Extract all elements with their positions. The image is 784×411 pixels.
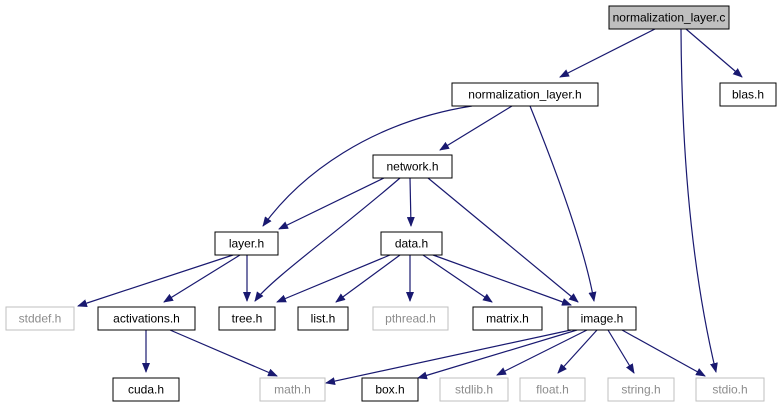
edge-normalization-layer-c-to-stdio-h	[680, 28, 718, 373]
node-box	[719, 82, 777, 107]
node-box	[97, 306, 196, 331]
node-layer-h[interactable]: layer.h	[214, 231, 279, 256]
node-stddef-h: stddef.h	[5, 306, 75, 331]
node-tree-h[interactable]: tree.h	[218, 306, 276, 331]
edges-layer	[77, 28, 743, 386]
node-box	[607, 377, 675, 402]
node-box	[372, 306, 449, 331]
node-float-h: float.h	[519, 377, 586, 402]
node-box	[567, 306, 637, 331]
node-label: tree.h	[232, 312, 263, 326]
node-label: math.h	[274, 383, 311, 397]
edge-network-h-to-image-h	[427, 177, 579, 303]
edge-image-h-to-stdlib-h	[496, 329, 588, 376]
node-label: float.h	[536, 383, 569, 397]
node-box	[218, 306, 276, 331]
node-box	[380, 231, 443, 256]
node-stdio-h: stdio.h	[695, 377, 765, 402]
node-label: stdlib.h	[455, 383, 493, 397]
node-data-h[interactable]: data.h	[380, 231, 443, 256]
node-label: normalization_layer.h	[468, 88, 581, 102]
node-label: box.h	[375, 383, 404, 397]
edge-image-h-to-float-h	[557, 329, 598, 374]
node-box	[361, 377, 419, 402]
node-string-h: string.h	[607, 377, 675, 402]
node-math-h: math.h	[259, 377, 326, 402]
node-label: list.h	[311, 312, 336, 326]
node-label: matrix.h	[486, 312, 529, 326]
node-box-h[interactable]: box.h	[361, 377, 419, 402]
edge-data-h-to-tree-h	[276, 254, 391, 303]
node-pthread-h: pthread.h	[372, 306, 449, 331]
node-box	[112, 377, 180, 402]
edge-activations-h-to-math-h	[169, 329, 278, 377]
node-label: blas.h	[732, 88, 764, 102]
node-normalization-layer-c[interactable]: normalization_layer.c	[608, 5, 730, 30]
node-box	[451, 82, 599, 107]
edge-image-h-to-string-h	[607, 329, 635, 374]
edge-normalization-layer-h-to-layer-h	[262, 105, 473, 227]
node-label: cuda.h	[128, 383, 164, 397]
edge-data-h-to-matrix-h	[422, 254, 493, 303]
edge-network-h-to-tree-h	[254, 177, 401, 302]
node-label: activations.h	[113, 312, 180, 326]
node-label: string.h	[621, 383, 660, 397]
node-box	[608, 5, 730, 30]
node-label: pthread.h	[385, 312, 436, 326]
edge-image-h-to-box-h	[417, 329, 578, 380]
edge-network-h-to-layer-h	[278, 177, 385, 230]
node-label: normalization_layer.c	[613, 11, 726, 25]
edge-normalization-layer-c-to-normalization-layer-h	[559, 28, 656, 78]
node-box	[519, 377, 586, 402]
edge-data-h-to-list-h	[335, 254, 401, 303]
node-box	[5, 306, 75, 331]
edge-layer-h-to-activations-h	[163, 254, 241, 303]
node-stdlib-h: stdlib.h	[439, 377, 509, 402]
edge-normalization-layer-c-to-blas-h	[685, 28, 743, 78]
node-cuda-h[interactable]: cuda.h	[112, 377, 180, 402]
node-label: stdio.h	[712, 383, 747, 397]
node-box	[372, 154, 453, 179]
edge-network-h-to-data-h	[406, 177, 415, 227]
edge-data-h-to-image-h	[432, 254, 572, 306]
node-box	[259, 377, 326, 402]
edge-normalization-layer-h-to-image-h	[529, 105, 597, 302]
node-box	[439, 377, 509, 402]
node-label: stddef.h	[19, 312, 62, 326]
node-box	[695, 377, 765, 402]
node-blas-h[interactable]: blas.h	[719, 82, 777, 107]
edge-image-h-to-math-h	[325, 329, 572, 386]
node-matrix-h[interactable]: matrix.h	[472, 306, 543, 331]
node-box	[297, 306, 349, 331]
node-label: image.h	[581, 312, 624, 326]
node-box	[214, 231, 279, 256]
node-normalization-layer-h[interactable]: normalization_layer.h	[451, 82, 599, 107]
node-label: layer.h	[229, 237, 264, 251]
nodes-layer: normalization_layer.c normalization_layer…	[5, 5, 777, 402]
node-activations-h[interactable]: activations.h	[97, 306, 196, 331]
node-label: network.h	[386, 160, 438, 174]
node-network-h[interactable]: network.h	[372, 154, 453, 179]
edge-layer-h-to-stddef-h	[77, 254, 234, 307]
edge-image-h-to-stdio-h	[621, 329, 706, 377]
node-box	[472, 306, 543, 331]
node-image-h[interactable]: image.h	[567, 306, 637, 331]
edge-normalization-layer-h-to-network-h	[439, 105, 513, 151]
node-label: data.h	[395, 237, 428, 251]
node-list-h[interactable]: list.h	[297, 306, 349, 331]
